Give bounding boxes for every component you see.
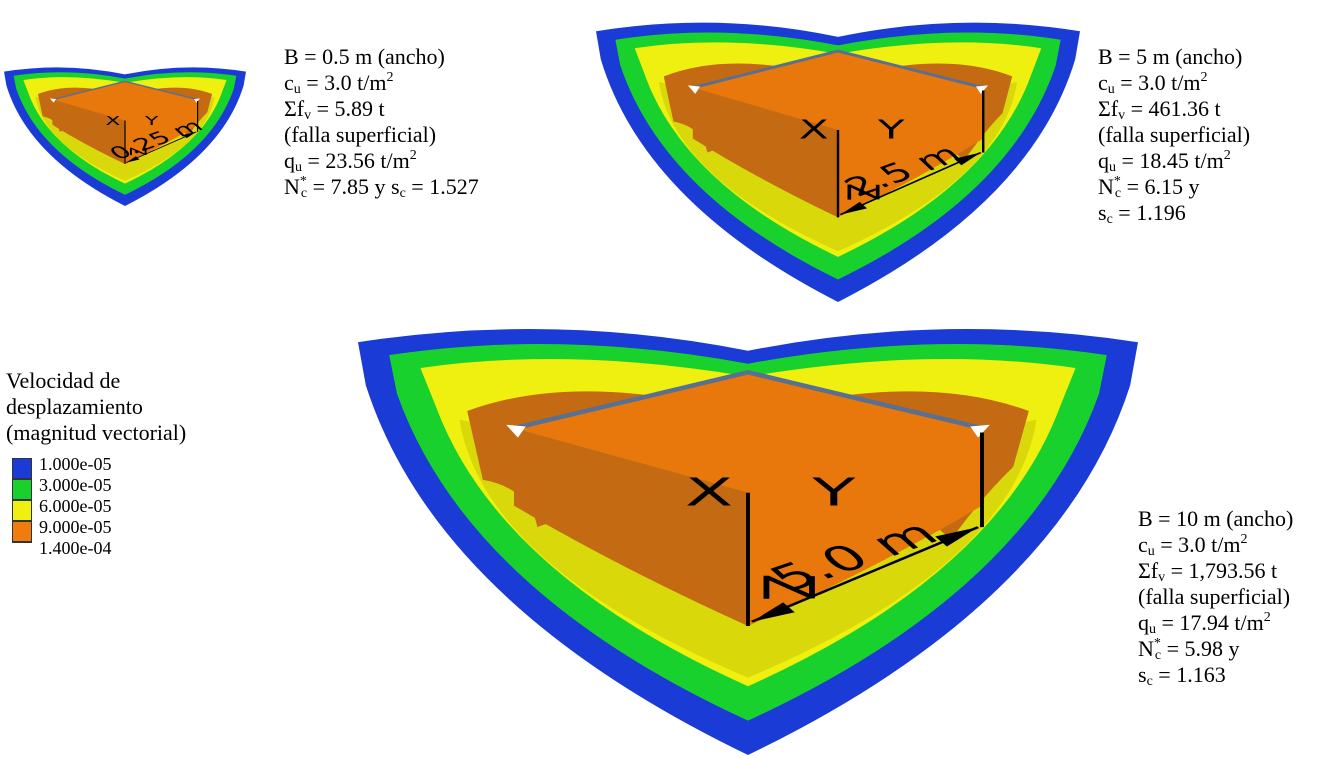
corner-mark [975,85,989,94]
arrowhead [954,152,981,166]
legend-item: 9.000e-05 [12,517,186,542]
axis-y-label: Y [877,116,905,145]
param-failure: (falla superficial) [1138,584,1291,609]
param-nc: N*c = 5.98 y [1138,636,1240,663]
legend-title-line: (magnitud vectorial) [6,420,187,445]
block-right [748,428,982,626]
axis-z-label: Z [746,574,828,601]
block-left [692,87,838,218]
axis-z-label: Z [124,147,150,156]
params-small: B = 0.5 m (ancho) cu = 3.0 t/m2 Σfv = 5.… [284,44,479,201]
param-sc: sc = 1.196 [1098,200,1186,227]
arrowhead [126,156,140,163]
legend-swatch [12,458,32,479]
axis-x-label: X [685,470,733,515]
arrowhead [840,201,868,215]
block-edge [51,80,199,101]
params-medium: B = 5 m (ancho) cu = 3.0 t/m2 Σfv = 461.… [1098,44,1251,227]
param-qu: qu = 17.94 t/m2 [1138,610,1271,637]
arrowhead [751,602,795,622]
corner-mark [506,424,526,438]
axis-x-label: X [799,116,829,145]
legend-item: 1.000e-05 [12,454,186,479]
axis-x-label: X [105,113,120,128]
params-large: B = 10 m (ancho) cu = 3.0 t/m2 Σfv = 1,7… [1138,506,1294,689]
param-failure: (falla superficial) [1098,122,1251,147]
param-sc: sc = 1.163 [1138,662,1226,689]
param-cu: cu = 3.0 t/m2 [284,70,394,97]
legend-title-line: Velocidad de [6,368,121,393]
legend-label: 1.400e-04 [39,538,112,558]
dimension-line [839,151,982,216]
param-sum-fv: Σfv = 1,793.56 t [1138,558,1278,585]
block-right [125,99,198,164]
block-edge [512,369,984,431]
block-edge [691,49,985,89]
param-sum-fv: Σfv = 461.36 t [1098,96,1221,123]
legend-items: 1.000e-05 3.000e-05 6.000e-05 9.000e-05 … [12,454,186,559]
legend-swatch [12,500,32,521]
legend-label: 1.000e-05 [39,454,112,474]
param-nc-sc: N*c = 7.85 y sc = 1.527 [284,174,479,201]
param-failure: (falla superficial) [284,122,437,147]
param-sum-fv: Σfv = 5.89 t [284,96,385,123]
dimension-line [750,526,980,623]
legend-title-line: desplazamiento [6,394,143,419]
axis-z-label: Z [837,183,887,200]
legend-swatch [12,479,32,500]
param-qu: qu = 23.56 t/m2 [284,148,417,175]
corner-mark [687,85,701,94]
block-left [52,99,125,164]
param-cu: cu = 3.0 t/m2 [1138,532,1248,559]
legend-swatch [12,521,32,542]
arrowhead [935,527,979,547]
arrowhead [183,131,197,139]
velocity-legend: Velocidad de desplazamiento (magnitud ve… [6,368,186,559]
param-qu: qu = 18.45 t/m2 [1098,148,1231,175]
param-b: B = 0.5 m (ancho) [284,44,445,69]
legend-item: 1.400e-04 [12,538,186,559]
corner-mark [49,98,57,103]
axis-y-label: Y [144,113,159,128]
legend-item: 3.000e-05 [12,475,186,500]
param-b: B = 5 m (ancho) [1098,44,1243,69]
block-left [514,428,748,626]
dimension-line [125,131,197,163]
corner-mark [970,424,990,438]
block-right [838,87,984,218]
corner-mark [193,98,201,103]
legend-label: 6.000e-05 [39,496,112,516]
legend-label: 9.000e-05 [39,517,112,537]
param-b: B = 10 m (ancho) [1138,506,1294,531]
axis-y-label: Y [811,470,856,515]
param-cu: cu = 3.0 t/m2 [1098,70,1208,97]
legend-item: 6.000e-05 [12,496,186,521]
legend-label: 3.000e-05 [39,475,112,495]
legend-swatch [12,542,32,543]
param-nc: N*c = 6.15 y [1098,174,1200,201]
